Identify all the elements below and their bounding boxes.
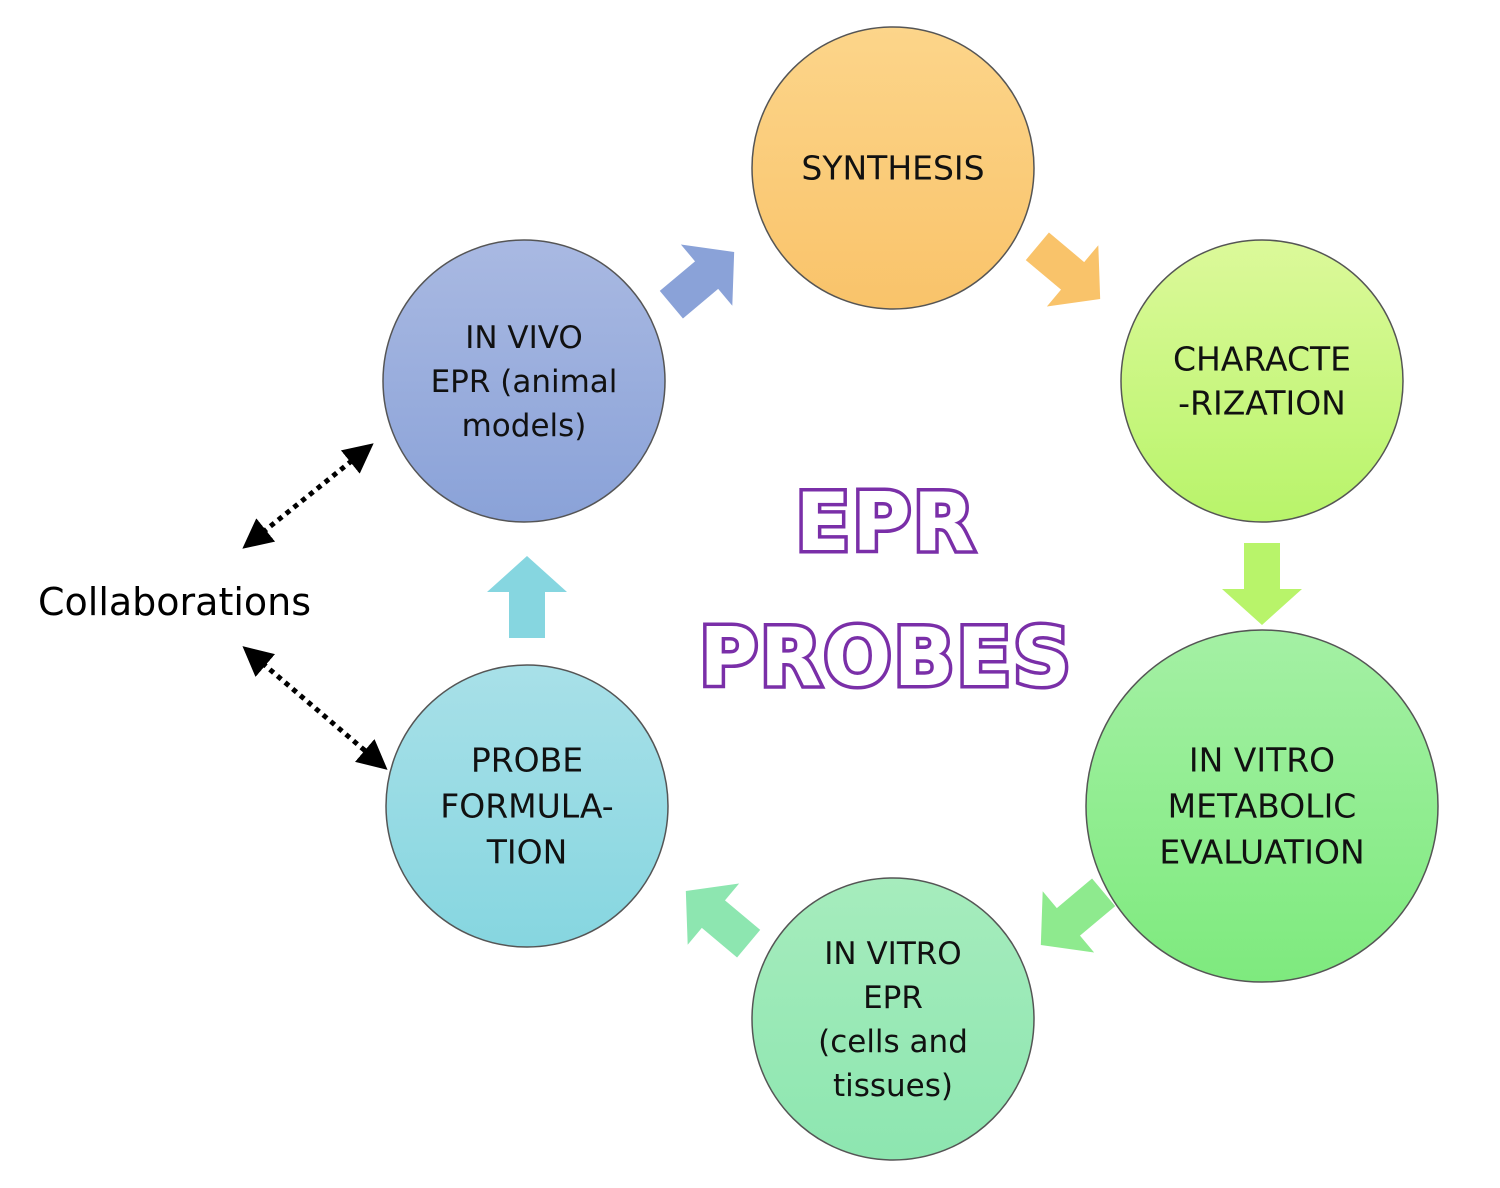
collaboration-arrow-top — [242, 443, 374, 549]
node-label-in-vitro-metabolic-line-1: IN VITRO — [1189, 741, 1335, 780]
node-label-in-vivo-epr-line-1: IN VIVO — [465, 320, 583, 356]
node-probe-formulation: PROBE FORMULA- TION — [385, 664, 669, 948]
node-synthesis: SYNTHESIS — [751, 26, 1035, 310]
collaboration-arrow-bottom — [242, 646, 388, 770]
flow-arrow-3 — [1040, 878, 1116, 953]
node-label-probe-formulation-line-3: TION — [486, 833, 568, 872]
node-label-in-vitro-epr-line-4: tissues) — [833, 1068, 953, 1104]
title-line-2: PROBES — [699, 611, 1072, 704]
node-label-in-vitro-epr-line-3: (cells and — [818, 1024, 968, 1060]
node-label-characterization-line-2: -RIZATION — [1178, 384, 1346, 423]
node-label-in-vitro-metabolic-line-2: METABOLIC — [1168, 787, 1357, 826]
node-label-synthesis-line-1: SYNTHESIS — [801, 149, 984, 188]
node-characterization: CHARACTE -RIZATION — [1120, 239, 1404, 523]
node-label-in-vivo-epr-line-3: models) — [462, 408, 587, 444]
node-label-in-vitro-epr-line-1: IN VITRO — [824, 936, 961, 972]
flow-arrow-6 — [659, 244, 735, 319]
node-circle-probe-formulation — [385, 664, 669, 948]
node-label-probe-formulation-line-1: PROBE — [471, 741, 583, 780]
node-label-probe-formulation-line-2: FORMULA- — [440, 787, 613, 826]
node-label-characterization-line-1: CHARACTE — [1173, 340, 1351, 379]
flow-arrow-4 — [685, 883, 761, 958]
node-label-in-vitro-metabolic-line-3: EVALUATION — [1159, 833, 1364, 872]
flow-arrow-5 — [487, 556, 567, 638]
node-circle-characterization — [1120, 239, 1404, 523]
node-in-vivo-epr: IN VIVO EPR (animal models) — [382, 239, 666, 523]
flow-arrow-1 — [1025, 232, 1101, 307]
node-in-vitro-epr: IN VITRO EPR (cells and tissues) — [751, 877, 1035, 1161]
node-label-in-vivo-epr-line-2: EPR (animal — [431, 364, 618, 400]
node-circle-synthesis — [751, 26, 1035, 310]
title-line-1: EPR — [796, 476, 977, 569]
collaborations-label: Collaborations — [38, 580, 311, 624]
node-circle-in-vivo-epr — [382, 239, 666, 523]
node-label-in-vitro-epr-line-2: EPR — [863, 980, 923, 1016]
flow-arrow-2 — [1222, 543, 1302, 625]
node-circle-in-vitro-epr — [751, 877, 1035, 1161]
node-circle-in-vitro-metabolic — [1085, 629, 1439, 983]
node-in-vitro-metabolic: IN VITRO METABOLIC EVALUATION — [1085, 629, 1439, 983]
